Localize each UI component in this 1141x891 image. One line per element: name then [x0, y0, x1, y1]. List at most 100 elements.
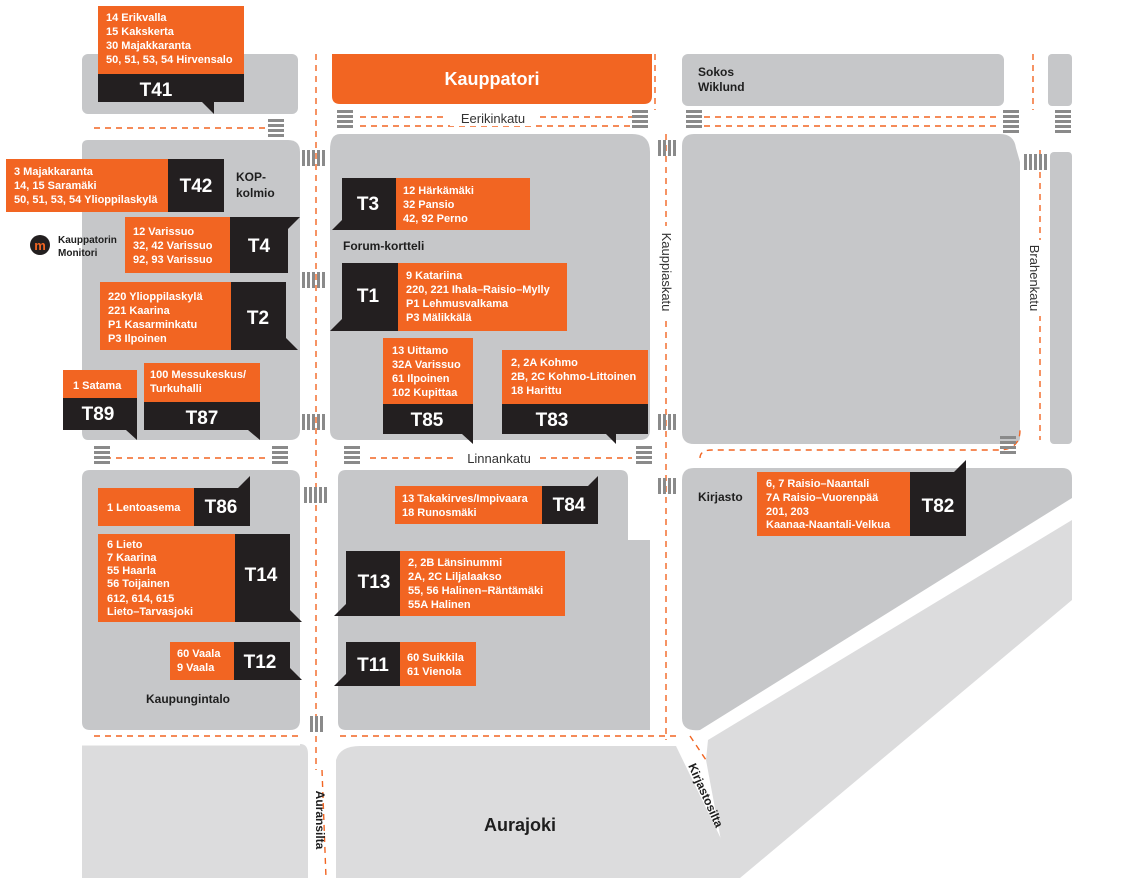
stop-lines-box — [98, 534, 235, 622]
stop-line: 50, 51, 53, 54 Ylioppilaskylä — [14, 194, 158, 206]
stop-T83[interactable]: 2, 2A Kohmo 2B, 2C Kohmo-Littoinen 18 Ha… — [502, 350, 648, 444]
stop-lines-box — [400, 551, 565, 616]
stop-code-box — [231, 282, 298, 350]
crosswalk — [337, 110, 353, 128]
stop-T1[interactable]: T1 9 Katariina 220, 221 Ihala–Raisio–Myl… — [330, 263, 567, 331]
stop-line: 14, 15 Saramäki — [14, 180, 97, 192]
stop-T89[interactable]: 1 Satama T89 — [63, 370, 137, 440]
stop-lines-box — [98, 488, 194, 526]
stop-line: 55A Halinen — [408, 599, 471, 611]
block-top-far-right — [1048, 54, 1072, 106]
auransilta-label: Auransilta — [313, 791, 327, 850]
stop-line: 92, 93 Varissuo — [133, 254, 213, 266]
route-lines — [94, 54, 1041, 879]
block-brahenkatu-east — [1050, 152, 1072, 444]
stop-line: 102 Kupittaa — [392, 387, 458, 399]
kauppatori-area: Kauppatori — [332, 54, 652, 104]
stop-code: T89 — [82, 404, 115, 425]
stop-line: 13 Takakirves/Impivaara — [402, 493, 529, 505]
stop-T87[interactable]: 100 Messukeskus/ Turkuhalli T87 — [144, 363, 260, 440]
stop-code-box — [234, 642, 302, 680]
kolmio-label: kolmio — [236, 186, 275, 200]
stop-code: T84 — [553, 495, 586, 516]
monitori-logo-icon — [30, 235, 50, 255]
crosswalk — [272, 446, 288, 464]
stop-line: 7 Kaarina — [107, 552, 157, 564]
kauppatori-label: Kauppatori — [444, 69, 539, 89]
stop-code-box — [235, 534, 302, 622]
stop-code: T14 — [245, 565, 278, 586]
stop-code-box — [910, 460, 966, 536]
stop-code-box — [194, 476, 250, 526]
crosswalk — [94, 446, 110, 464]
stop-line: 1 Lentoasema — [107, 502, 181, 514]
stop-code-box — [334, 551, 400, 616]
stop-code-box — [502, 404, 648, 444]
stop-line: 60 Vaala — [177, 648, 221, 660]
stop-code: T41 — [140, 80, 173, 101]
stop-lines-box — [63, 370, 137, 398]
stop-T84[interactable]: 13 Takakirves/Impivaara 18 Runosmäki T84 — [395, 476, 598, 524]
stop-lines-box — [100, 282, 231, 350]
stop-code-box — [144, 402, 260, 440]
stop-line: 30 Majakkaranta — [106, 40, 192, 52]
stop-T2[interactable]: 220 Ylioppilaskylä 221 Kaarina P1 Kasarm… — [100, 282, 298, 350]
stop-line: 15 Kakskerta — [106, 26, 175, 38]
stop-T85[interactable]: 13 Uittamo 32A Varissuo 61 Ilpoinen 102 … — [383, 338, 473, 444]
crosswalk — [632, 110, 648, 128]
aurajoki-label: Aurajoki — [484, 815, 556, 835]
stop-line: 12 Härkämäki — [403, 185, 474, 197]
stop-line: 7A Raisio–Vuorenpää — [766, 492, 879, 504]
stop-T13[interactable]: T13 2, 2B Länsinummi 2A, 2C Liljalaakso … — [334, 551, 565, 616]
stop-line: 1 Satama — [73, 380, 122, 392]
stop-T82[interactable]: 6, 7 Raisio–Naantali 7A Raisio–Vuorenpää… — [757, 460, 966, 536]
stop-T11[interactable]: T11 60 Suikkila 61 Vienola — [334, 642, 476, 686]
stop-T4[interactable]: 12 Varissuo 32, 42 Varissuo 92, 93 Varis… — [125, 217, 300, 273]
stop-line: 18 Harittu — [511, 385, 562, 397]
stop-line: 9 Vaala — [177, 662, 215, 674]
stop-code: T42 — [180, 176, 213, 197]
stop-line: 60 Suikkila — [407, 652, 465, 664]
stop-line: 2, 2A Kohmo — [511, 357, 578, 369]
crosswalk — [658, 414, 676, 430]
stop-code: T2 — [247, 308, 269, 329]
river-banks — [82, 520, 1072, 878]
stop-line: 55 Haarla — [107, 565, 157, 577]
stop-code: T4 — [248, 236, 271, 257]
stop-code: T12 — [244, 652, 277, 673]
stop-lines-box — [144, 363, 260, 402]
stop-lines-box — [757, 472, 910, 536]
sokos-label: Sokos — [698, 65, 734, 79]
forum-label: Forum-kortteli — [343, 239, 424, 253]
stop-lines-box — [170, 642, 234, 680]
stop-line: 32 Pansio — [403, 199, 455, 211]
stop-lines-box — [400, 642, 476, 686]
kauppiaskatu-label: Kauppiaskatu — [659, 233, 674, 312]
svg-text:m: m — [34, 238, 46, 253]
stop-T3[interactable]: T3 12 Härkämäki 32 Pansio 42, 92 Perno — [332, 178, 530, 230]
stop-line: 18 Runosmäki — [402, 507, 477, 519]
stop-T86[interactable]: 1 Lentoasema T86 — [98, 476, 250, 526]
stop-T12[interactable]: 60 Vaala 9 Vaala T12 — [170, 642, 302, 680]
stop-T14[interactable]: 6 Lieto 7 Kaarina 55 Haarla 56 Toijainen… — [98, 534, 302, 622]
stop-line: 50, 51, 53, 54 Hirvensalo — [106, 54, 233, 66]
stop-T41[interactable]: 14 Erikvalla 15 Kakskerta 30 Majakkarant… — [98, 6, 244, 114]
stop-T42[interactable]: 3 Majakkaranta 14, 15 Saramäki 50, 51, 5… — [6, 159, 224, 212]
stop-code: T83 — [536, 410, 569, 431]
monitori-label-2: Monitori — [58, 248, 98, 259]
stop-code-box — [63, 398, 137, 440]
crosswalk — [302, 272, 325, 288]
stop-code-box — [542, 476, 598, 524]
crosswalk — [302, 150, 325, 166]
stop-lines-box — [395, 486, 542, 524]
eerikinkatu-label: Eerikinkatu — [461, 111, 525, 126]
stop-line: 61 Ilpoinen — [392, 373, 450, 385]
stop-code: T85 — [411, 410, 444, 431]
stop-lines-box — [383, 338, 473, 404]
stop-line: 3 Majakkaranta — [14, 166, 94, 178]
crosswalk — [344, 446, 360, 464]
stop-lines-box — [502, 350, 648, 404]
crosswalk — [310, 716, 323, 732]
stop-line: 12 Varissuo — [133, 226, 194, 238]
